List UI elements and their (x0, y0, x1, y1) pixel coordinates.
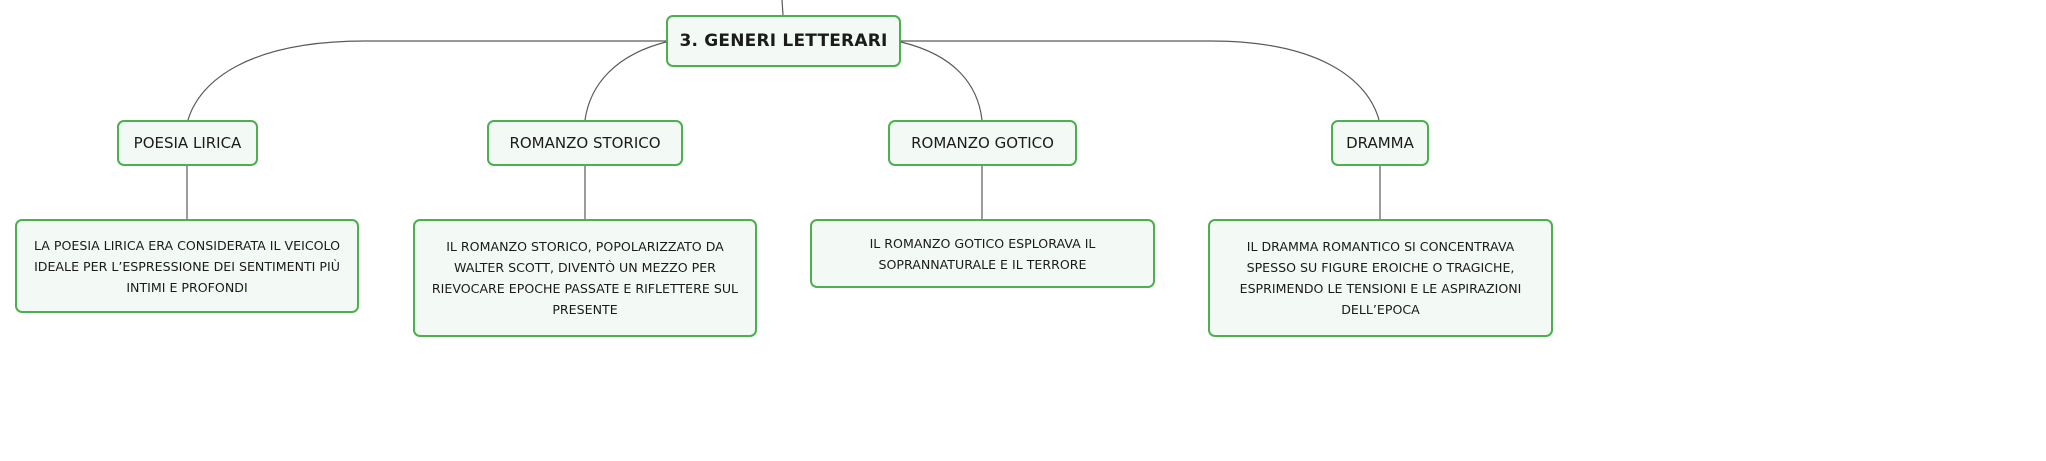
topic-node-romanzo-gotico[interactable]: ROMANZO GOTICO (888, 120, 1077, 166)
desc-node-romanzo-storico[interactable]: IL ROMANZO STORICO, POPOLARIZZATO DA WAL… (413, 219, 757, 337)
connector-root-dramma (901, 40, 1380, 121)
desc-node-dramma[interactable]: IL DRAMMA ROMANTICO SI CONCENTRAVA SPESS… (1208, 219, 1553, 337)
connector-root-poesia (187, 40, 666, 121)
connector-root-parent (781, 0, 784, 16)
connector-lines (186, 0, 1381, 219)
connector-root-gotico (900, 41, 983, 121)
topic-node-poesia-lirica[interactable]: POESIA LIRICA (117, 120, 258, 166)
mind-map: 3. GENERI LETTERARI POESIA LIRICA ROMANZ… (15, 0, 1553, 337)
desc-node-romanzo-gotico[interactable]: IL ROMANZO GOTICO ESPLORAVA IL SOPRANNAT… (810, 219, 1155, 288)
root-node[interactable]: 3. GENERI LETTERARI (666, 15, 901, 67)
connector-root-storico (584, 41, 667, 121)
desc-node-poesia-lirica[interactable]: LA POESIA LIRICA ERA CONSIDERATA IL VEIC… (15, 219, 359, 313)
topic-node-romanzo-storico[interactable]: ROMANZO STORICO (487, 120, 683, 166)
topic-node-dramma[interactable]: DRAMMA (1331, 120, 1429, 166)
